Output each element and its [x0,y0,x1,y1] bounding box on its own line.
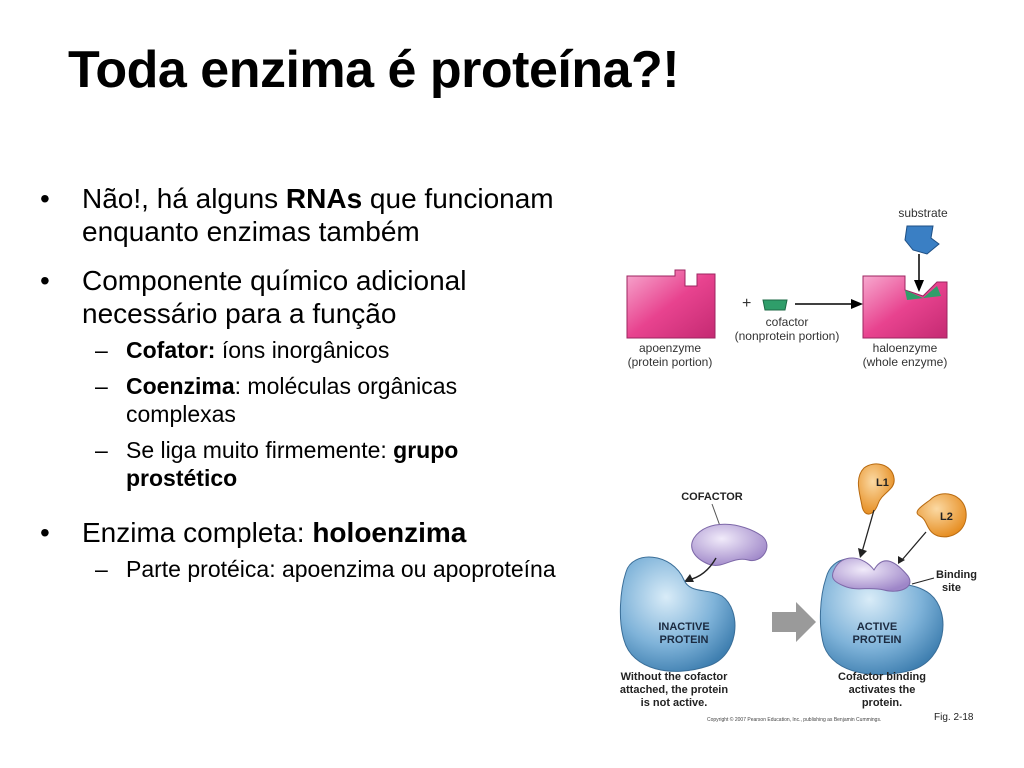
left-caption-2: attached, the protein [620,684,728,696]
sub-bullet-coenzima: –Coenzima: moléculas orgânicas complexas [95,373,458,427]
binding-site-label-1: Binding [936,569,977,581]
apoenzyme-shape [626,269,716,339]
bullet-holoenzima: •Enzima completa: holoenzima [40,517,467,548]
haloenzyme-label: haloenzyme [873,341,938,355]
ligand-l2-label: L2 [940,511,953,523]
ligand-l1-shape [857,463,895,515]
cofactor-caption: COFACTOR [681,491,743,503]
inactive-label-1: INACTIVE [658,621,709,633]
cofactor-activation-figure: COFACTOR INACTIVE PROTEIN L1 L2 ACTIVE P… [619,463,977,723]
haloenzyme-shape [862,275,948,339]
dash-mark: – [95,556,108,582]
l1-arrow [861,509,875,553]
l2-arrow [901,531,927,561]
cofactor-label: cofactor [766,315,809,329]
bullet-componente: •Componente químico adicional necessário… [40,265,467,329]
cofactor-blob [691,523,768,566]
bullet-rnas: •Não!, há alguns RNAs que funcionam enqu… [40,183,554,247]
sub-bullet-cofator: –Cofator: íons inorgânicos [95,337,390,363]
left-caption-3: is not active. [641,697,708,709]
copyright-note: Copyright © 2007 Pearson Education, Inc.… [707,716,881,723]
plus-sign: + [742,295,751,312]
cofactor-shape [762,299,788,311]
l2-arrowhead [898,556,905,564]
dash-mark: – [95,337,108,363]
right-caption-3: protein. [862,697,902,709]
holoenzyme-figure: substrate + apoenzyme (protein portion) … [626,206,948,369]
bound-cofactor-shape [905,286,941,300]
bullet-dot: • [40,517,50,548]
cofactor-sublabel: (nonprotein portion) [735,329,840,343]
dash-mark: – [95,437,108,463]
active-label-1: ACTIVE [857,621,897,633]
substrate-label: substrate [898,206,948,220]
bound-cofactor-blob [831,557,911,592]
inactive-protein-shape [619,556,736,672]
l1-arrowhead [858,548,867,558]
bullet-dot: • [40,183,50,214]
left-caption-1: Without the cofactor [621,671,729,683]
bullet-list: •Não!, há alguns RNAs que funcionam enqu… [40,182,560,591]
right-caption-2: activates the [849,684,916,696]
sub-bullet-apoenzima: –Parte protéica: apoenzima ou apoproteín… [95,556,556,582]
sub-bullet-prostetico: –Se liga muito firmemente: grupo prostét… [95,437,459,491]
substrate-arrowhead [914,280,924,292]
figure-number: Fig. 2-18 [934,712,974,723]
substrate-shape [904,225,940,255]
active-label-2: PROTEIN [853,634,902,646]
dash-mark: – [95,373,108,399]
binding-site-label-2: site [942,582,961,594]
binding-site-pointer [911,577,935,585]
apoenzyme-label: apoenzyme [639,341,701,355]
cofactor-pointer [711,503,721,527]
reaction-arrowhead [851,299,863,309]
right-caption-1: Cofactor binding [838,671,926,683]
slide-title: Toda enzima é proteína?! [68,41,680,99]
binding-path-arrowhead [684,574,694,582]
apoenzyme-sublabel: (protein portion) [628,355,713,369]
haloenzyme-sublabel: (whole enzyme) [863,355,948,369]
activation-arrow [772,602,816,642]
inactive-label-2: PROTEIN [660,634,709,646]
ligand-l2-shape [916,493,967,538]
ligand-l1-label: L1 [876,477,889,489]
bullet-dot: • [40,265,50,296]
